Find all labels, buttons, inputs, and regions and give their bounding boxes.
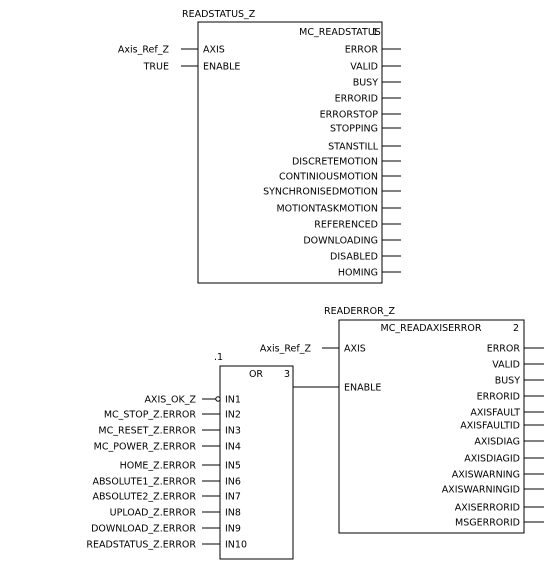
output-pin-label: SYNCHRONISEDMOTION: [263, 187, 378, 198]
block-instance-name: READERROR_Z: [324, 306, 395, 317]
output-pin-label: DISABLED: [330, 252, 378, 263]
input-pin-label: AXIS: [344, 344, 366, 355]
block-type-name: OR: [249, 369, 263, 380]
input-pin-label: IN4: [225, 442, 241, 453]
input-connection-label: MC_STOP_Z.ERROR: [104, 410, 197, 421]
output-pin-label: VALID: [492, 360, 520, 371]
input-pin-label: IN2: [225, 410, 241, 421]
input-pin-label: IN3: [225, 426, 241, 437]
output-pin-label: STOPPING: [330, 124, 378, 135]
output-pin-label: CONTINIOUSMOTION: [279, 172, 378, 183]
input-pin-label: IN7: [225, 492, 241, 503]
input-pin-label: IN9: [225, 524, 241, 535]
block-instance-name: .1: [214, 352, 223, 363]
block-number: 2: [513, 323, 519, 334]
output-pin-label: HOMING: [338, 268, 378, 279]
block-type-name: MC_READSTATUS: [299, 27, 381, 38]
input-pin-label: IN6: [225, 477, 241, 488]
input-pin-label: IN10: [225, 540, 247, 551]
output-pin-label: BUSY: [353, 78, 379, 89]
function-block-0: [197, 21, 383, 284]
output-pin-label: ERROR: [345, 45, 379, 56]
input-connection-label: READSTATUS_Z.ERROR: [86, 540, 196, 551]
input-connection-label: Axis_Ref_Z: [118, 45, 170, 56]
input-connection-label: UPLOAD_Z.ERROR: [110, 508, 197, 519]
output-pin-label: DISCRETEMOTION: [292, 157, 378, 168]
input-connection-label: HOME_Z.ERROR: [120, 461, 197, 472]
output-pin-label: ERRORID: [477, 392, 520, 403]
block-number: 1: [372, 27, 378, 38]
output-pin-label: ERROR: [487, 344, 521, 355]
input-connection-label: MC_POWER_Z.ERROR: [94, 442, 197, 453]
input-pin-label: IN1: [225, 395, 241, 406]
input-connection-label: MC_RESET_Z.ERROR: [98, 426, 196, 437]
output-pin-label: AXISERRORID: [455, 503, 520, 514]
output-pin-label: AXISDIAG: [474, 437, 520, 448]
output-pin-label: ERRORSTOP: [320, 110, 379, 121]
block-instance-name: READSTATUS_Z: [182, 9, 256, 20]
input-pin-label: IN8: [225, 508, 241, 519]
block-type-name: MC_READAXISERROR: [381, 323, 482, 334]
input-pin-label: IN5: [225, 461, 241, 472]
input-connection-label: AXIS_OK_Z: [144, 395, 196, 406]
output-pin-label: VALID: [350, 62, 378, 73]
function-block-1: [219, 365, 294, 560]
output-pin-label: AXISDIAGID: [464, 454, 520, 465]
output-pin-label: STANSTILL: [328, 142, 379, 153]
input-pin-label: AXIS: [203, 45, 225, 56]
output-pin-label: AXISWARNINGID: [442, 485, 520, 496]
output-pin-label: ERRORID: [335, 94, 378, 105]
output-pin-label: MOTIONTASKMOTION: [276, 204, 378, 215]
output-pin-label: AXISFAULT: [470, 408, 520, 419]
input-connection-label: DOWNLOAD_Z.ERROR: [91, 524, 196, 535]
block-number: 3: [284, 369, 290, 380]
output-pin-label: BUSY: [495, 376, 521, 387]
output-pin-label: AXISFAULTID: [460, 421, 520, 432]
output-pin-label: REFERENCED: [314, 220, 378, 231]
input-pin-label: ENABLE: [203, 62, 240, 73]
output-pin-label: DOWNLOADING: [303, 236, 378, 247]
input-connection-label: TRUE: [143, 62, 169, 73]
function-block-2: [338, 319, 525, 534]
input-pin-label: ENABLE: [344, 383, 381, 394]
input-connection-label: ABSOLUTE2_Z.ERROR: [92, 492, 196, 503]
output-pin-label: AXISWARNING: [452, 470, 520, 481]
negation-circle: [215, 396, 221, 402]
input-connection-label: Axis_Ref_Z: [260, 344, 312, 355]
input-connection-label: ABSOLUTE1_Z.ERROR: [92, 477, 196, 488]
output-pin-label: MSGERRORID: [455, 518, 520, 529]
